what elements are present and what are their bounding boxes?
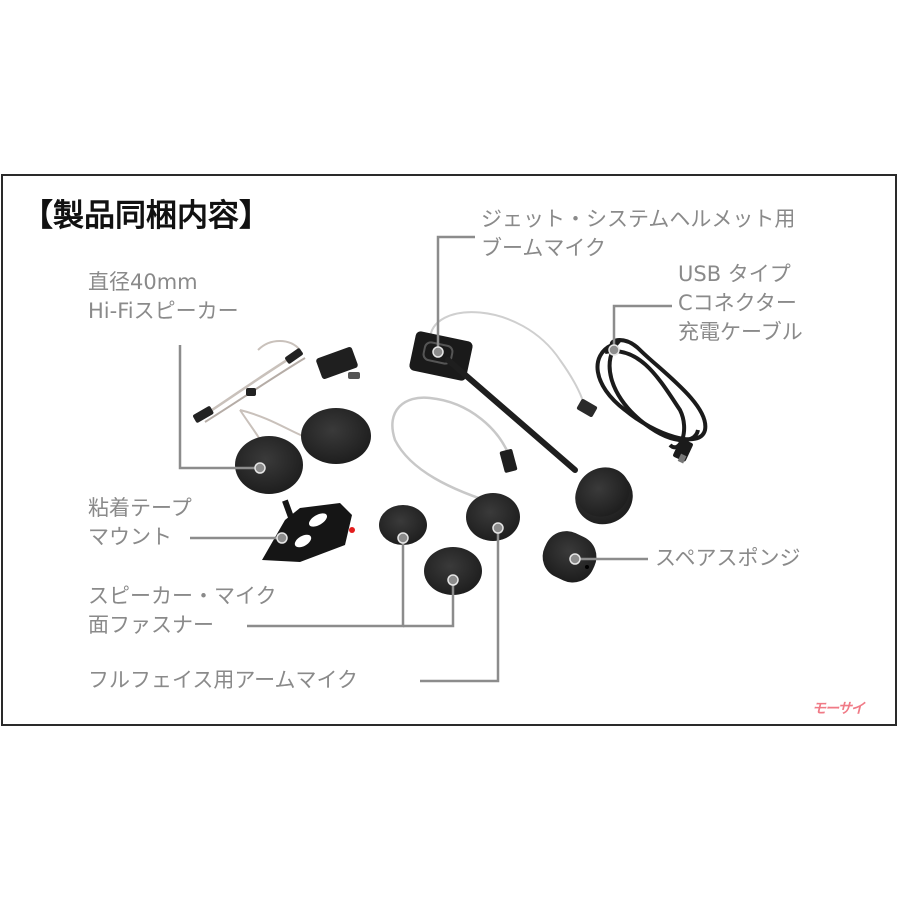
mount-plate-icon — [262, 499, 355, 562]
label-adhesive-mount: 粘着テープ マウント — [88, 494, 192, 552]
label-speaker: 直径40mm Hi-Fiスピーカー — [88, 268, 239, 326]
label-speaker-line1: 直径40mm — [88, 270, 198, 294]
leader-dots — [254, 344, 620, 586]
arm-mic-icon — [391, 396, 520, 541]
label-boom-mic: ジェット・システムヘルメット用 ブームマイク — [481, 205, 795, 263]
label-usb-cable-line2: Cコネクター — [678, 291, 797, 315]
label-adhesive-mount-line2: マウント — [88, 525, 172, 549]
velcro-disc-icon — [379, 505, 482, 595]
coiled-cable-icon — [595, 338, 708, 464]
label-boom-mic-line2: ブームマイク — [481, 236, 606, 260]
label-hook-loop: スピーカー・マイク 面ファスナー — [88, 582, 277, 640]
speaker-pair-icon — [193, 340, 371, 494]
label-adhesive-mount-line1: 粘着テープ — [88, 496, 192, 520]
label-speaker-line2: Hi-Fiスピーカー — [88, 299, 239, 323]
label-hook-loop-line2: 面ファスナー — [88, 613, 214, 637]
watermark-logo: モーサイ — [812, 701, 865, 717]
label-full-face-mic-line1: フルフェイス用アームマイク — [88, 668, 359, 692]
label-usb-cable: USB タイプ Cコネクター 充電ケーブル — [678, 260, 803, 347]
label-spare-sponge: スペアスポンジ — [655, 544, 801, 573]
label-full-face-mic: フルフェイス用アームマイク — [88, 666, 358, 695]
foam-cover-icon — [542, 467, 630, 583]
contents-frame — [1, 174, 897, 726]
leader-lines — [178, 235, 672, 683]
label-spare-sponge-line1: スペアスポンジ — [655, 546, 801, 570]
label-usb-cable-line1: USB タイプ — [678, 262, 791, 286]
page-title: 【製品同梱内容】 — [22, 198, 270, 234]
label-hook-loop-line1: スピーカー・マイク — [88, 584, 277, 608]
label-boom-mic-line1: ジェット・システムヘルメット用 — [481, 207, 796, 231]
label-usb-cable-line3: 充電ケーブル — [678, 320, 803, 344]
